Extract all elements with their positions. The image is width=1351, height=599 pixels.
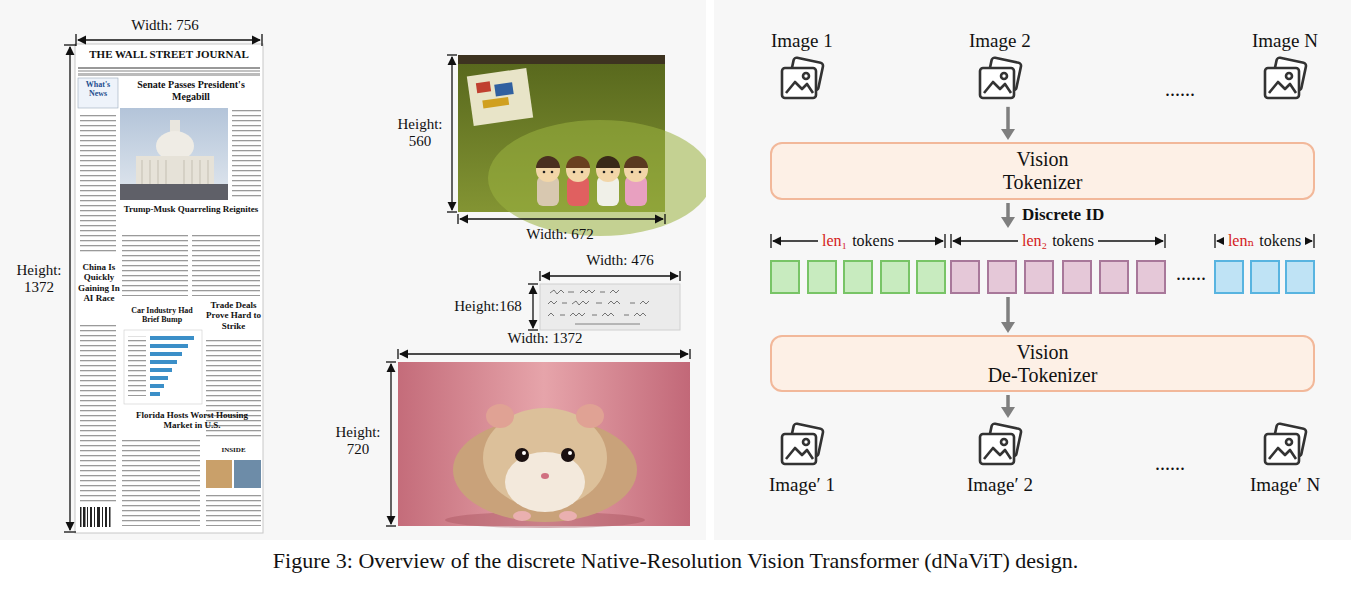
token-count-label: lenₙ tokens [1224,231,1305,251]
token-length: len₁ [822,232,847,249]
flow-arrow [1001,107,1015,140]
figure-label: ...... [1140,452,1200,475]
figure-label: ...... [1166,262,1216,285]
image-label: Image 1 [769,30,835,54]
token-word: tokens [1259,232,1301,249]
token-square [916,260,946,294]
figure-label: Florida Hosts Worst Housing Market in U.… [122,410,262,431]
figure-label: ...... [1150,78,1210,101]
toy-photo [458,55,706,236]
figure-label: Width: 756 [110,17,220,34]
image-icon [975,420,1025,470]
figure-label: Senate Passes President's Megabill [120,79,262,102]
token-group: len₁ tokens [770,230,946,294]
token-square [807,260,837,294]
hamster-photo [398,362,690,528]
token-length: len₂ [1022,232,1047,249]
token-row [1214,260,1315,294]
box-text: Vision Tokenizer [963,148,1123,194]
figure-label: Height:168 [450,298,526,315]
token-count-label: len₁ tokens [818,231,898,251]
figure-label: Trump-Musk Quarreling Reignites [120,204,262,214]
token-group-header: len₂ tokens [950,230,1166,252]
edge-label: Discrete ID [1020,205,1106,225]
token-word: tokens [1052,232,1094,249]
dimension-arrows [64,34,690,532]
token-square [950,260,980,294]
flow-arrow [1001,297,1015,333]
image-node: Image 2 [967,30,1033,104]
token-square [1250,260,1280,294]
token-length: lenₙ [1228,232,1254,249]
token-square [770,260,800,294]
figure-label: Height: 720 [332,424,384,459]
figure-label: Width: 672 [505,226,615,243]
image-icon [1260,54,1310,104]
process-box: Vision Tokenizer [770,142,1315,200]
token-square [1024,260,1054,294]
figure-label: Height: 560 [394,116,446,151]
figure-label: China Is Quickly Gaining In AI Race [77,262,121,303]
token-word: tokens [852,232,894,249]
token-square [843,260,873,294]
figure-label: Trade Deals Prove Hard to Strike [205,300,262,331]
box-text: Vision De-Tokenizer [963,341,1123,387]
image-node: Image 1 [769,30,835,104]
token-group-header: len₁ tokens [770,230,946,252]
token-group-header: lenₙ tokens [1214,230,1315,252]
flow-arrow [1001,395,1015,418]
figure-label: Height: 1372 [10,262,68,297]
figure-caption: Figure 3: Overview of the discrete Nativ… [0,548,1351,573]
token-square [987,260,1017,294]
token-group: len₂ tokens [950,230,1166,294]
image-label: Image′ 1 [767,470,837,496]
image-icon [777,54,827,104]
process-box: Vision De-Tokenizer [770,335,1315,392]
image-label: Image N [1250,30,1320,54]
figure-label: INSIDE [205,446,262,454]
image-label: Image 2 [967,30,1033,54]
flow-arrow [1001,203,1015,228]
token-square [1214,260,1244,294]
token-count-label: len₂ tokens [1018,231,1098,251]
figure-label: What's News [79,80,117,98]
image-node: Image′ N [1248,420,1322,496]
newspaper-image [75,44,263,533]
figure-label: THE WALL STREET JOURNAL [76,48,262,61]
image-node: Image N [1250,30,1320,104]
token-square [1062,260,1092,294]
token-group: lenₙ tokens [1214,230,1315,294]
token-square [1285,260,1315,294]
token-square [1136,260,1166,294]
token-square [880,260,910,294]
image-node: Image′ 1 [767,420,837,496]
formula-photo [540,284,680,330]
token-row [950,260,1166,294]
figure-label: Car Industry Had Brief Bump [122,306,202,324]
token-square [1099,260,1129,294]
figure-label: Width: 1372 [480,330,610,347]
image-icon [1260,420,1310,470]
image-label: Image′ 2 [965,470,1035,496]
image-icon [777,420,827,470]
image-icon [975,54,1025,104]
token-row [770,260,946,294]
image-label: Image′ N [1248,470,1322,496]
image-node: Image′ 2 [965,420,1035,496]
figure-label: Width: 476 [565,252,675,269]
